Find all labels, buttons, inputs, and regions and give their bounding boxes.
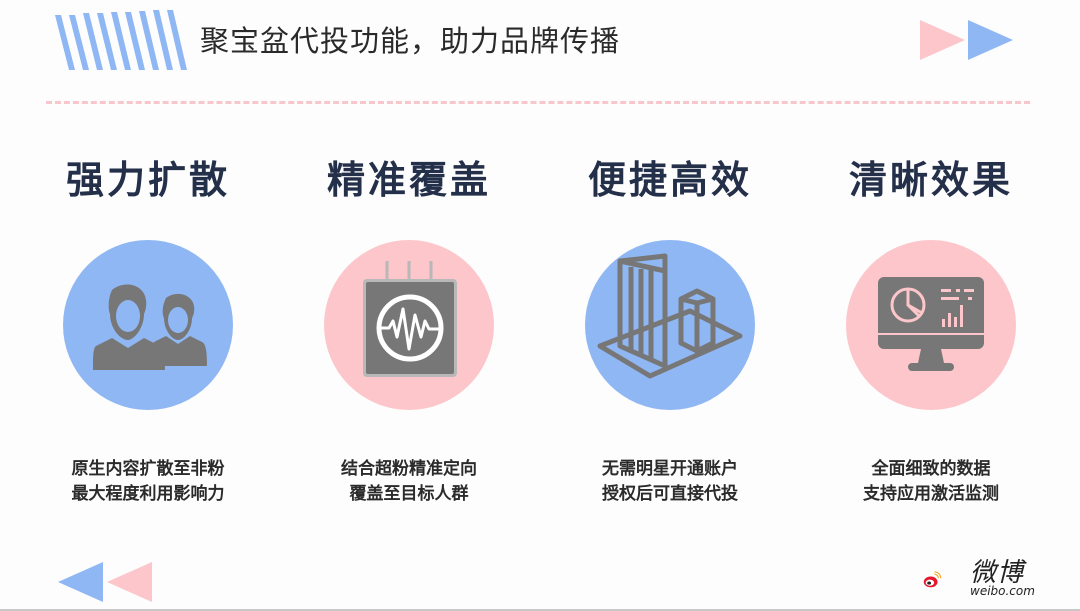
feature-title: 清晰效果 <box>848 158 1013 202</box>
desc-line-2: 覆盖至目标人群 <box>349 484 469 504</box>
waveform-device-icon <box>363 261 457 377</box>
desc-line-2: 支持应用激活监测 <box>863 484 999 504</box>
feature-icon-circle <box>846 240 1016 410</box>
users-icon <box>93 284 207 370</box>
buildings-icon <box>597 253 743 379</box>
weibo-logo-icon <box>923 571 942 588</box>
desc-line-1: 无需明星开通账户 <box>602 459 738 479</box>
feature-description: 原生内容扩散至非粉 最大程度利用影响力 <box>18 457 278 507</box>
desc-line-1: 全面细致的数据 <box>871 459 991 479</box>
desc-line-2: 授权后可直接代投 <box>602 484 738 504</box>
bottom-border <box>0 609 1080 611</box>
desc-line-1: 原生内容扩散至非粉 <box>71 459 225 479</box>
feature-card-spread: 强力扩散 原生内容扩散至非粉 最大程度利用影响力 <box>18 150 278 507</box>
feature-title: 便捷高效 <box>587 158 752 202</box>
weibo-url-text: weibo.com <box>970 584 1035 598</box>
desc-line-2: 最大程度利用影响力 <box>71 484 225 504</box>
page-title: 聚宝盆代投功能，助力品牌传播 <box>200 24 621 58</box>
feature-icon-circle <box>585 240 755 410</box>
feature-title: 精准覆盖 <box>326 158 491 202</box>
feature-description: 无需明星开通账户 授权后可直接代投 <box>540 457 800 507</box>
feature-description: 结合超粉精准定向 覆盖至目标人群 <box>279 457 539 507</box>
weibo-logo-text: 微博 <box>970 558 1025 588</box>
stripes-decoration <box>55 10 187 70</box>
feature-icon-circle <box>324 240 494 410</box>
feature-card-efficiency: 便捷高效 无需明星开通账户 授权后可直接代投 <box>540 150 800 507</box>
feature-icon-circle <box>63 240 233 410</box>
feature-title: 强力扩散 <box>65 158 230 202</box>
forward-arrows-icon <box>920 20 1013 60</box>
monitor-chart-icon <box>878 277 984 371</box>
desc-line-1: 结合超粉精准定向 <box>341 459 477 479</box>
feature-card-results: 清晰效果 全面细致的数据 支持应用激活监测 <box>801 150 1061 507</box>
feature-card-targeting: 精准覆盖 结合超粉精准定向 覆盖至目标人群 <box>279 150 539 507</box>
back-arrows-icon <box>58 562 152 602</box>
feature-description: 全面细致的数据 支持应用激活监测 <box>801 457 1061 507</box>
dashed-divider <box>46 101 1030 104</box>
